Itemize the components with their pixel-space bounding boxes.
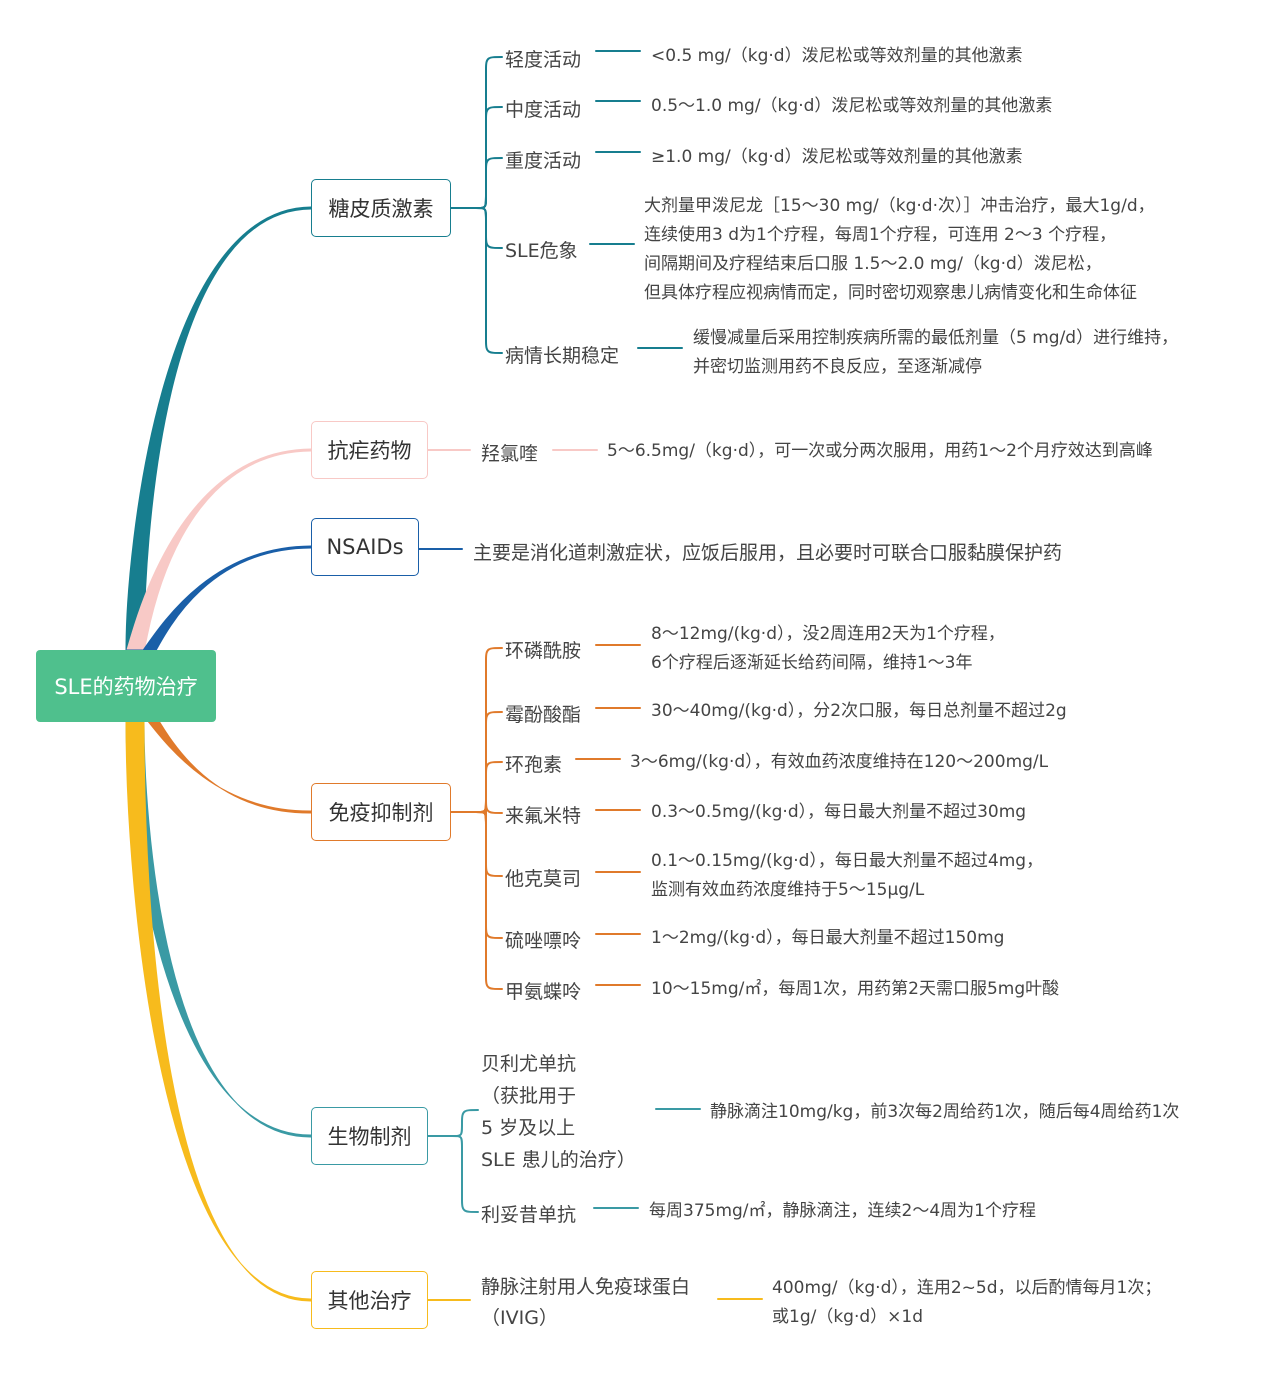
dosage-line: 监测有效血药浓度维持于5～15μg/L [651,880,925,900]
dosage-text: 0.3～0.5mg/(kg·d），每日最大剂量不超过30mg [651,798,1026,827]
root-node[interactable]: SLE的药物治疗 [36,650,216,722]
dosage-line: 静脉滴注10mg/kg，前3次每2周给药1次，随后每4周给药1次 [710,1102,1180,1122]
sub-branch-0-0 [450,56,503,209]
dosage-line: 0.3～0.5mg/(kg·d），每日最大剂量不超过30mg [651,802,1027,822]
drug-node-hydroxychloroquine[interactable]: 羟氯喹 [481,443,539,465]
drug-node-label: 贝利尤单抗 （获批用于 5 岁及以上 SLE 患儿的治疗） [481,1053,636,1171]
root-label: SLE的药物治疗 [54,675,198,699]
dosage-text: 大剂量甲泼尼龙［15～30 mg/（kg·d·次）］冲击治疗，最大1g/d， 连… [644,192,1155,308]
category-label: NSAIDs [326,535,404,559]
dosage-text: 每周375mg/㎡，静脉滴注，连续2～4周为1个疗程 [649,1197,1036,1226]
dosage-line: 6个疗程后逐渐延长给药间隔，维持1～3年 [651,653,973,673]
dosage-text: <0.5 mg/（kg·d）泼尼松或等效剂量的其他激素 [651,42,1023,71]
dosage-text: 400mg/（kg·d），连用2~5d，以后酌情每月1次； 或1g/（kg·d）… [772,1274,1161,1332]
dosage-text: 缓慢减量后采用控制疾病所需的最低剂量（5 mg/d）进行维持， 并密切监测用药不… [693,324,1178,382]
category-label: 糖皮质激素 [328,197,434,221]
dosage-line: 0.1～0.15mg/(kg·d），每日最大剂量不超过4mg， [651,851,1044,871]
category-node-glucocorticoid[interactable]: 糖皮质激素 [311,179,451,237]
drug-node-label: 静脉注射用人免疫球蛋白 （IVIG） [481,1276,691,1329]
dosage-text: 3～6mg/(kg·d），有效血药浓度维持在120～200mg/L [630,748,1048,777]
drug-node-moderate[interactable]: 中度活动 [505,99,582,121]
category-label: 生物制剂 [327,1125,412,1149]
drug-node-mycophenolate[interactable]: 霉酚酸酯 [505,704,582,726]
dosage-line: 间隔期间及疗程结束后口服 1.5～2.0 mg/（kg·d）泼尼松， [644,254,1102,274]
category-label: 其他治疗 [327,1289,412,1313]
sub-branch-3-2 [450,761,503,813]
category-node-immunosuppressant[interactable]: 免疫抑制剂 [311,783,451,841]
drug-node-tacrolimus[interactable]: 他克莫司 [505,868,582,890]
sub-branch-0-2 [450,157,503,209]
sub-branch-3-6 [450,811,503,990]
dosage-line: 0.5～1.0 mg/（kg·d）泼尼松或等效剂量的其他激素 [651,96,1053,116]
sub-branch-3-0 [450,647,503,813]
branch-4 [125,721,312,1138]
category-node-other[interactable]: 其他治疗 [311,1271,428,1329]
dosage-text: 1～2mg/(kg·d），每日最大剂量不超过150mg [651,924,1004,953]
drug-node-belimumab[interactable]: 贝利尤单抗 （获批用于 5 岁及以上 SLE 患儿的治疗） [481,1048,636,1176]
dosage-line: 并密切监测用药不良反应，至逐渐减停 [693,357,982,377]
dosage-text: 30～40mg/(kg·d），分2次口服，每日总剂量不超过2g [651,697,1067,726]
dosage-line: 1～2mg/(kg·d），每日最大剂量不超过150mg [651,928,1005,948]
dosage-line: 或1g/（kg·d）×1d [772,1307,924,1327]
category-node-antimalarial[interactable]: 抗疟药物 [311,421,428,479]
category-label: 免疫抑制剂 [328,801,434,825]
dosage-text: 5～6.5mg/（kg·d），可一次或分两次服用，用药1～2个月疗效达到高峰 [607,437,1153,466]
sub-branch-4-0 [427,1109,479,1137]
drug-node-azathioprine[interactable]: 硫唑嘌呤 [505,930,582,952]
dosage-line: 3～6mg/(kg·d），有效血药浓度维持在120～200mg/L [630,752,1049,772]
dosage-text: 10～15mg/㎡，每周1次，用药第2天需口服5mg叶酸 [651,975,1059,1004]
dosage-line: 缓慢减量后采用控制疾病所需的最低剂量（5 mg/d）进行维持， [693,328,1179,348]
category-node-nsaids[interactable]: NSAIDs [311,518,419,576]
drug-node-cyclosporine[interactable]: 环孢素 [505,754,563,776]
dosage-text: 0.5～1.0 mg/（kg·d）泼尼松或等效剂量的其他激素 [651,92,1052,121]
dosage-line: 400mg/（kg·d），连用2~5d，以后酌情每月1次； [772,1278,1162,1298]
category-node-biologics[interactable]: 生物制剂 [311,1107,428,1165]
category-label: 抗疟药物 [327,439,412,463]
drug-node-severe[interactable]: 重度活动 [505,150,582,172]
drug-node-ivig[interactable]: 静脉注射用人免疫球蛋白 （IVIG） [481,1272,690,1334]
sub-branch-3-4 [450,811,503,877]
sub-branch-0-3 [450,207,503,249]
dosage-text: 静脉滴注10mg/kg，前3次每2周给药1次，随后每4周给药1次 [710,1098,1179,1127]
dosage-line: 大剂量甲泼尼龙［15～30 mg/（kg·d·次）］冲击治疗，最大1g/d， [644,196,1155,216]
nsaids-note[interactable]: 主要是消化道刺激症状，应饭后服用，且必要时可联合口服黏膜保护药 [473,542,1063,564]
drug-node-cyclophosphamide[interactable]: 环磷酰胺 [505,640,582,662]
dosage-line: 连续使用3 d为1个疗程，每周1个疗程，可连用 2～3 个疗程， [644,225,1117,245]
dosage-line: ≥1.0 mg/（kg·d）泼尼松或等效剂量的其他激素 [651,147,1023,167]
dosage-text: 8～12mg/(kg·d），没2周连用2天为1个疗程， 6个疗程后逐渐延长给药间… [651,620,1005,678]
dosage-line: 每周375mg/㎡，静脉滴注，连续2～4周为1个疗程 [649,1201,1036,1221]
dosage-line: <0.5 mg/（kg·d）泼尼松或等效剂量的其他激素 [651,46,1023,66]
drug-node-long-term-stable[interactable]: 病情长期稳定 [505,345,620,367]
drug-node-rituximab[interactable]: 利妥昔单抗 [481,1204,577,1226]
dosage-line: 30～40mg/(kg·d），分2次口服，每日总剂量不超过2g [651,701,1067,721]
dosage-text: ≥1.0 mg/（kg·d）泼尼松或等效剂量的其他激素 [651,143,1023,172]
sub-branch-0-4 [450,207,503,354]
dosage-text: 0.1～0.15mg/(kg·d），每日最大剂量不超过4mg， 监测有效血药浓度… [651,847,1043,905]
drug-node-sle-crisis[interactable]: SLE危象 [505,240,578,262]
sub-branch-4-1 [427,1135,479,1213]
drug-node-mild[interactable]: 轻度活动 [505,49,582,71]
dosage-line: 8～12mg/(kg·d），没2周连用2天为1个疗程， [651,624,1005,644]
dosage-line: 但具体疗程应视病情而定，同时密切观察患儿病情变化和生命体征 [644,283,1137,303]
dosage-line: 10～15mg/㎡，每周1次，用药第2天需口服5mg叶酸 [651,979,1060,999]
drug-node-methotrexate[interactable]: 甲氨蝶呤 [505,981,582,1003]
drug-node-leflunomide[interactable]: 来氟米特 [505,805,582,827]
dosage-line: 5～6.5mg/（kg·d），可一次或分两次服用，用药1～2个月疗效达到高峰 [607,441,1153,461]
